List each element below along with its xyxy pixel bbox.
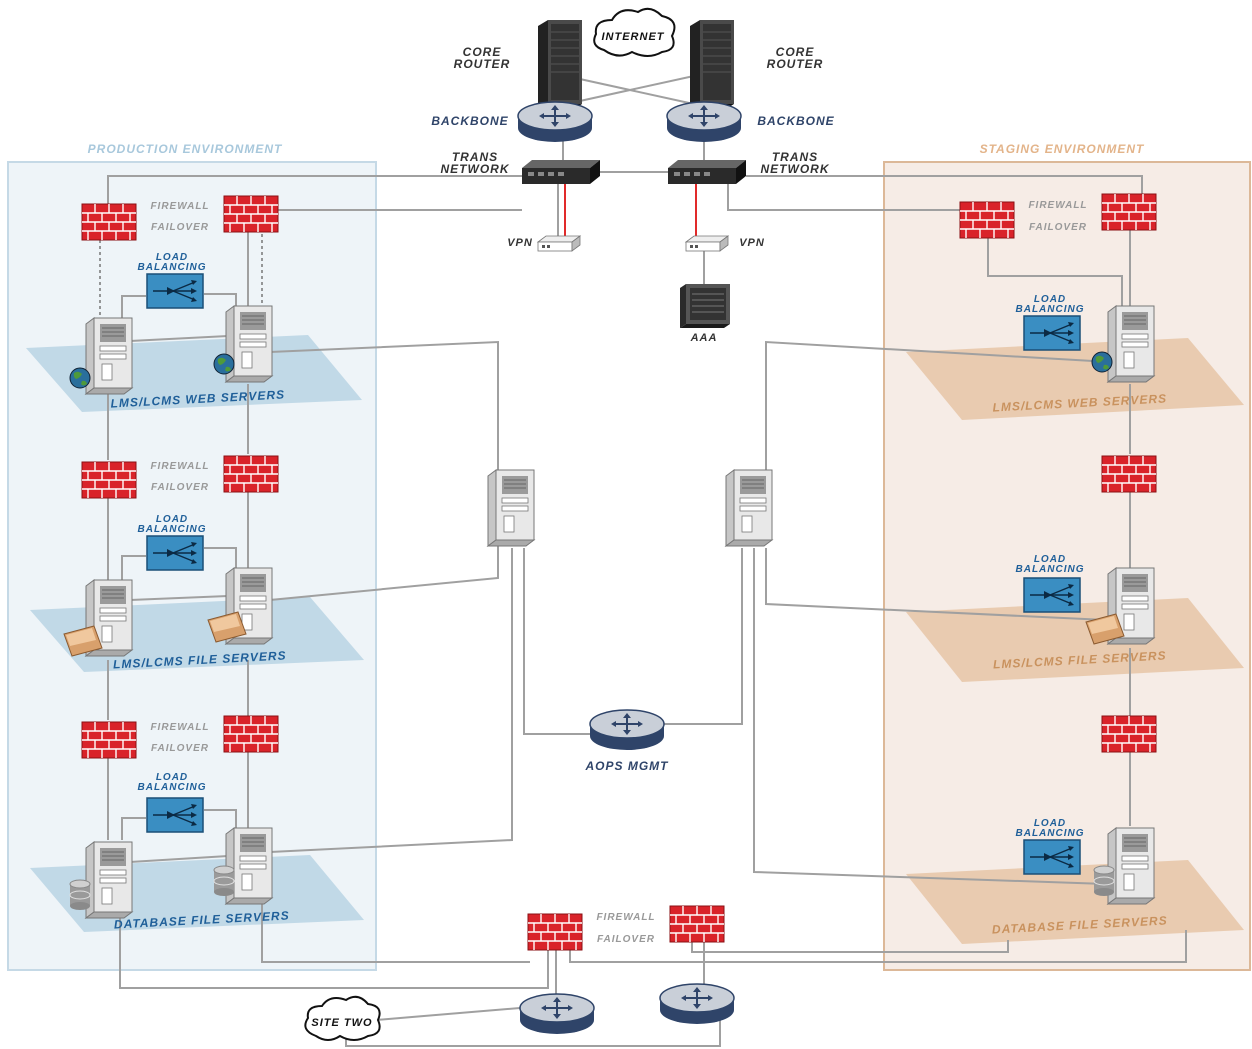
- internet-cloud-icon: [593, 7, 676, 57]
- prod-db-lb-label-1: LOAD: [156, 772, 188, 783]
- prod-file-lb-label-1: LOAD: [156, 514, 188, 525]
- stage-mgmt-server-icon: [725, 469, 773, 547]
- trans-network-right-label-1: TRANS: [772, 150, 818, 164]
- vpn-right-label: VPN: [739, 237, 765, 249]
- prod-db-database-2-icon: [213, 865, 235, 897]
- backbone-router-left-icon: [517, 101, 593, 143]
- prod-db-lb-label-2: BALANCING: [138, 782, 207, 793]
- prod-db-firewall-2: [223, 715, 279, 753]
- prod-web-server-2-icon: [225, 305, 273, 383]
- prod-web-failover-label: FAILOVER: [151, 222, 209, 233]
- stage-web-lb-label-1: LOAD: [1034, 294, 1066, 305]
- trans-network-left-label-1: TRANS: [452, 150, 498, 164]
- prod-db-firewall-label: FIREWALL: [150, 722, 209, 733]
- stage-web-server-icon: [1107, 305, 1155, 383]
- backbone-left-label: BACKBONE: [431, 114, 508, 128]
- stage-web-firewall-1: [959, 201, 1015, 239]
- trans-network-left-switch-icon: [522, 160, 600, 184]
- stage-web-firewall-label: FIREWALL: [1028, 200, 1087, 211]
- trans-network-right-switch-icon: [668, 160, 746, 184]
- prod-file-firewall-1: [81, 461, 137, 499]
- production-environment-title: PRODUCTION ENVIRONMENT: [88, 142, 283, 156]
- prod-web-globe-2-icon: [213, 353, 235, 375]
- connection-lines: [107, 71, 1187, 1047]
- stage-file-firewall: [1101, 455, 1157, 493]
- core-router-right-label-2: ROUTER: [767, 57, 824, 71]
- stage-file-load-balancer-icon: [1023, 577, 1081, 613]
- stage-db-lb-label-1: LOAD: [1034, 818, 1066, 829]
- aops-mgmt-label: AOPS MGMT: [585, 759, 670, 773]
- backbone-right-label: BACKBONE: [757, 114, 834, 128]
- prod-web-lb-label-1: LOAD: [156, 252, 188, 263]
- stage-db-load-balancer-icon: [1023, 839, 1081, 875]
- core-router-left-icon: [537, 19, 583, 111]
- backbone-router-right-icon: [666, 101, 742, 143]
- aops-mgmt-router-icon: [589, 709, 665, 751]
- stage-db-lb-label-2: BALANCING: [1016, 828, 1085, 839]
- prod-mgmt-server-icon: [487, 469, 535, 547]
- bottom-firewall-label: FIREWALL: [596, 912, 655, 923]
- core-router-left-label-2: ROUTER: [454, 57, 511, 71]
- prod-db-server-1-icon: [85, 841, 133, 919]
- dotted-links: [99, 228, 263, 318]
- stage-web-globe-icon: [1091, 351, 1113, 373]
- site-router-1-icon: [519, 993, 595, 1035]
- prod-db-firewall-1: [81, 721, 137, 759]
- staging-environment-panel: [883, 161, 1251, 971]
- staging-environment-title: STAGING ENVIRONMENT: [980, 142, 1145, 156]
- stage-db-database-icon: [1093, 865, 1115, 897]
- vpn-left-label: VPN: [507, 237, 533, 249]
- site-two-cloud-icon: [304, 995, 381, 1041]
- trans-network-left-label-2: NETWORK: [441, 162, 510, 176]
- prod-file-firewall-2: [223, 455, 279, 493]
- core-router-left-label-1: CORE: [463, 45, 502, 59]
- prod-db-database-1-icon: [69, 879, 91, 911]
- bottom-firewall-1: [527, 913, 583, 951]
- stage-web-lb-label-2: BALANCING: [1016, 304, 1085, 315]
- stage-file-lb-label-1: LOAD: [1034, 554, 1066, 565]
- bottom-firewall-2: [669, 905, 725, 943]
- trans-network-right-label-2: NETWORK: [761, 162, 830, 176]
- prod-web-lb-label-2: BALANCING: [138, 262, 207, 273]
- stage-file-lb-label-2: BALANCING: [1016, 564, 1085, 575]
- stage-db-firewall: [1101, 715, 1157, 753]
- prod-file-failover-label: FAILOVER: [151, 482, 209, 493]
- prod-web-firewall-label: FIREWALL: [150, 201, 209, 212]
- vpn-links: [564, 182, 697, 240]
- stage-web-load-balancer-icon: [1023, 315, 1081, 351]
- stage-db-server-icon: [1107, 827, 1155, 905]
- prod-web-globe-1-icon: [69, 367, 91, 389]
- aaa-server-icon: [679, 283, 731, 329]
- prod-db-load-balancer-icon: [146, 797, 204, 833]
- stage-web-failover-label: FAILOVER: [1029, 222, 1087, 233]
- prod-web-server-1-icon: [85, 317, 133, 395]
- prod-web-load-balancer-icon: [146, 273, 204, 309]
- prod-web-firewall-2: [223, 195, 279, 233]
- vpn-right-device-icon: [685, 235, 729, 252]
- core-router-right-icon: [689, 19, 735, 111]
- site-two-label: SITE TWO: [311, 1017, 372, 1029]
- prod-file-lb-label-2: BALANCING: [138, 524, 207, 535]
- internet-label: INTERNET: [602, 31, 665, 43]
- bottom-failover-label: FAILOVER: [597, 934, 655, 945]
- site-router-2-icon: [659, 983, 735, 1025]
- aaa-label: AAA: [690, 332, 718, 344]
- prod-file-firewall-label: FIREWALL: [150, 461, 209, 472]
- prod-file-load-balancer-icon: [146, 535, 204, 571]
- prod-db-failover-label: FAILOVER: [151, 743, 209, 754]
- core-router-right-label-1: CORE: [776, 45, 815, 59]
- vpn-left-device-icon: [537, 235, 581, 252]
- prod-web-firewall-1: [81, 203, 137, 241]
- stage-web-firewall-2: [1101, 193, 1157, 231]
